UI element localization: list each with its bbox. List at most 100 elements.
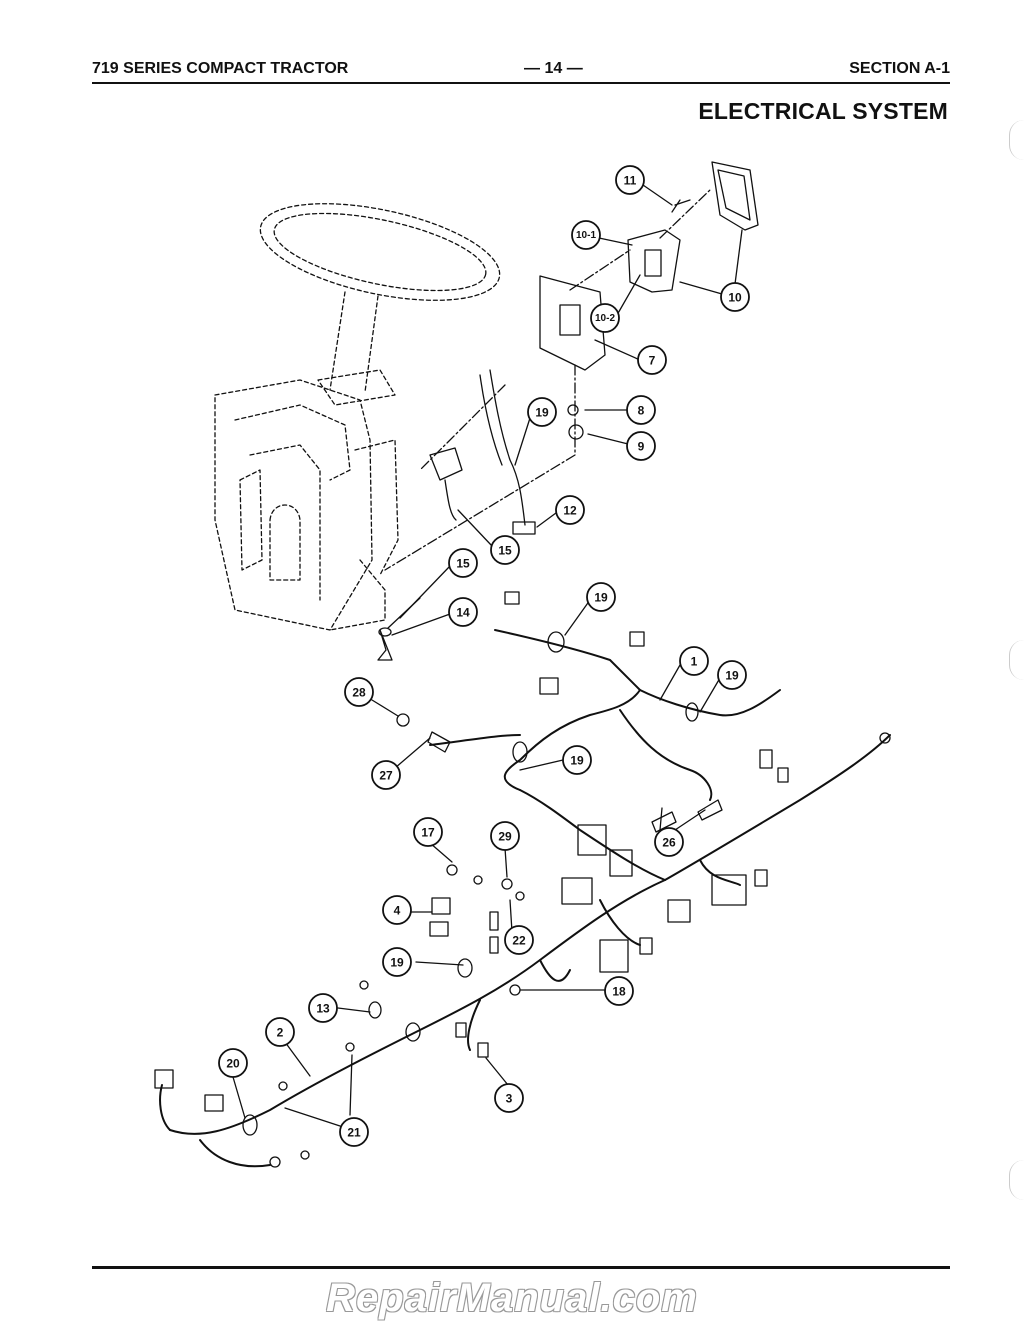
callout-12: 12	[555, 495, 585, 525]
callout-circle	[555, 495, 585, 525]
section-title: ELECTRICAL SYSTEM	[698, 98, 948, 124]
callout-label: 11	[624, 174, 637, 188]
callout-label: 29	[498, 830, 512, 844]
callout-20: 20	[218, 1048, 248, 1078]
page-binding-edge	[1009, 120, 1024, 160]
callout-label: 19	[390, 956, 404, 970]
callout-leaders	[232, 184, 743, 1127]
callout-10-1: 10-1	[571, 220, 601, 250]
callout-circle	[344, 677, 374, 707]
callout-7: 7	[637, 345, 667, 375]
header-page-number: — 14 —	[524, 60, 583, 77]
callout-label: 17	[421, 826, 435, 840]
callout-label: 3	[506, 1092, 513, 1106]
callout-label: 12	[563, 504, 577, 518]
callout-21: 21	[339, 1117, 369, 1147]
footer-rule	[92, 1266, 950, 1269]
callout-label: 15	[456, 557, 470, 571]
callout-label: 21	[347, 1126, 361, 1140]
callout-circle	[527, 397, 557, 427]
callout-circle	[218, 1048, 248, 1078]
callout-26: 26	[654, 827, 684, 857]
callout-14: 14	[448, 597, 478, 627]
callout-circle	[494, 1083, 524, 1113]
header-section: SECTION A-1	[849, 60, 950, 77]
callout-27: 27	[371, 760, 401, 790]
callout-label: 10-1	[576, 230, 596, 241]
callout-circle	[571, 220, 601, 250]
harness-connectors	[154, 591, 891, 1168]
watermark-logo: RepairManual.com	[326, 1276, 698, 1320]
callout-circle	[339, 1117, 369, 1147]
callout-19: 19	[717, 660, 747, 690]
callout-circle	[615, 165, 645, 195]
instrument-panel-parts	[377, 161, 759, 661]
callout-circle	[626, 431, 656, 461]
callout-3: 3	[494, 1083, 524, 1113]
wiring-harness	[159, 629, 891, 1168]
callout-1: 1	[679, 646, 709, 676]
page-binding-edge	[1009, 1160, 1024, 1200]
callout-4: 4	[382, 895, 412, 925]
callout-label: 14	[456, 606, 470, 620]
callout-label: 28	[352, 686, 366, 700]
header-manual-title: 719 SERIES COMPACT TRACTOR	[92, 60, 349, 77]
callout-circle	[504, 925, 534, 955]
callout-circle	[308, 993, 338, 1023]
callout-19: 19	[382, 947, 412, 977]
callout-11: 11	[615, 165, 645, 195]
callout-label: 13	[316, 1002, 330, 1016]
callout-circle	[654, 827, 684, 857]
page-header: 719 SERIES COMPACT TRACTOR — 14 — SECTIO…	[92, 58, 950, 84]
callout-18: 18	[604, 976, 634, 1006]
callout-22: 22	[504, 925, 534, 955]
callout-label: 27	[379, 769, 393, 783]
callout-label: 19	[725, 669, 739, 683]
callout-label: 20	[226, 1057, 240, 1071]
callout-circle	[448, 548, 478, 578]
callout-8: 8	[626, 395, 656, 425]
callout-15: 15	[490, 535, 520, 565]
callout-label: 8	[638, 404, 645, 418]
assembly-leader-lines	[384, 189, 711, 571]
callout-label: 26	[662, 836, 676, 850]
callout-circle	[413, 817, 443, 847]
callout-29: 29	[490, 821, 520, 851]
callout-19: 19	[527, 397, 557, 427]
callout-label: 22	[512, 934, 526, 948]
callout-15: 15	[448, 548, 478, 578]
callout-label: 18	[612, 985, 626, 999]
callout-2: 2	[265, 1017, 295, 1047]
callout-circle	[490, 821, 520, 851]
callout-circle	[720, 282, 750, 312]
callout-circle	[604, 976, 634, 1006]
callout-circle	[626, 395, 656, 425]
callout-17: 17	[413, 817, 443, 847]
callout-circle	[382, 947, 412, 977]
callout-label: 15	[498, 544, 512, 558]
callout-label: 1	[691, 655, 698, 669]
callout-circle	[637, 345, 667, 375]
callout-10: 10	[720, 282, 750, 312]
callout-circle	[265, 1017, 295, 1047]
callout-circle	[490, 535, 520, 565]
callout-13: 13	[308, 993, 338, 1023]
callout-label: 19	[570, 754, 584, 768]
callout-circle	[679, 646, 709, 676]
callout-circle	[586, 582, 616, 612]
page-binding-edge	[1009, 640, 1024, 680]
callout-layer: 1110-11010-27891912151514191192827192617…	[218, 165, 750, 1147]
callout-19: 19	[562, 745, 592, 775]
callout-label: 7	[649, 354, 656, 368]
callout-label: 4	[394, 904, 401, 918]
callout-circle	[717, 660, 747, 690]
callout-label: 19	[535, 406, 549, 420]
callout-label: 19	[594, 591, 608, 605]
callout-19: 19	[586, 582, 616, 612]
callout-circle	[562, 745, 592, 775]
callout-label: 10-2	[595, 313, 615, 324]
callout-10-2: 10-2	[590, 303, 620, 333]
callout-circle	[382, 895, 412, 925]
callout-circle	[448, 597, 478, 627]
